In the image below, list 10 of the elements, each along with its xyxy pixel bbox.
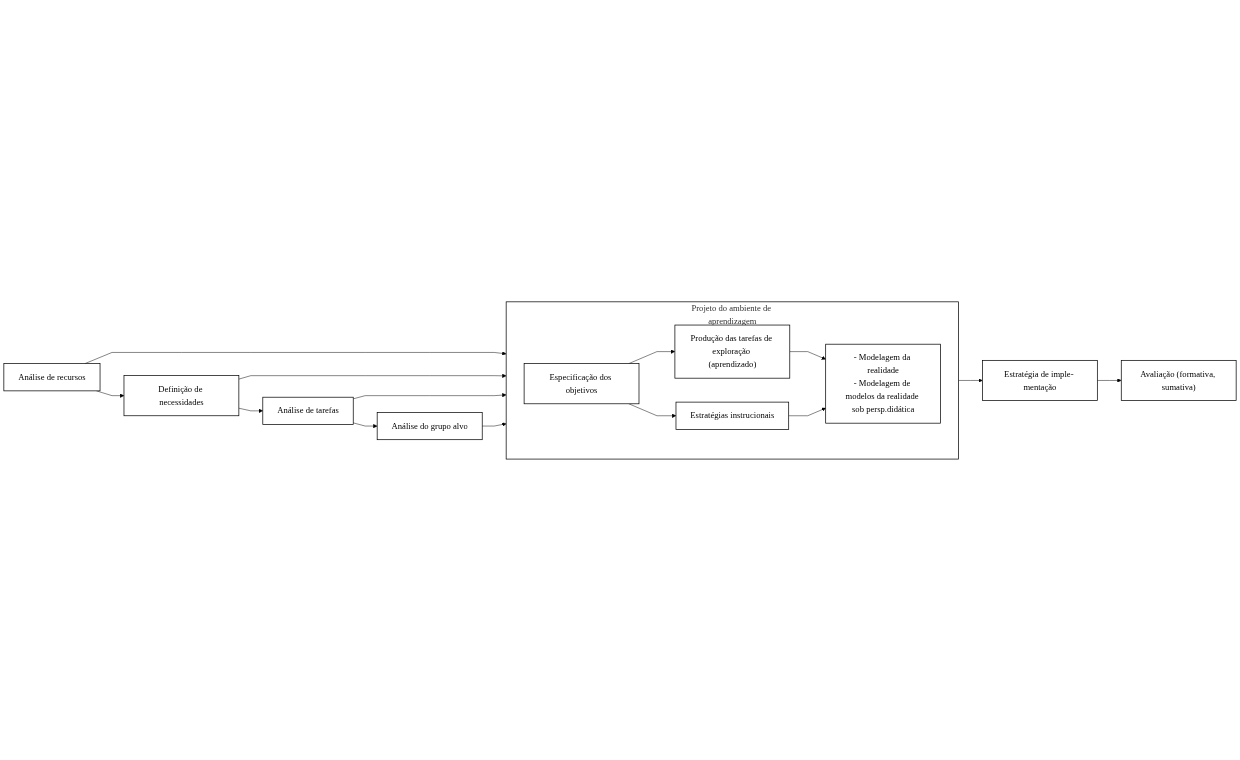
node-box: Produção das tarefas de exploração (aprendizado) [674,324,791,379]
node-box: Análise do grupo alvo [376,411,483,440]
node-box: - Modelagem da realidade - Modelagem de modelos da realidade sob persp.didática [825,343,941,424]
node-box: Definição de necessidades [123,374,240,416]
node-box: Estratégias instrucionais [675,401,790,430]
node-box: Avaliação (formativa, sumativa) [1120,359,1237,401]
node-box: Especificação dos objetivos [523,362,640,404]
node-box: Estratégia de imple- mentação [982,359,1098,401]
node-box: Análise de recursos [3,362,101,391]
node-box: Análise de tarefas [262,396,354,425]
